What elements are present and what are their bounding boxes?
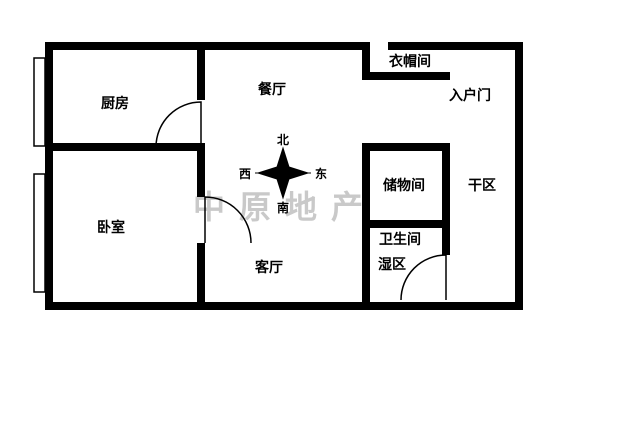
wall-outer-left: [45, 42, 53, 310]
wall-kitchen-right: [197, 42, 205, 100]
compass-east-label: 东: [315, 166, 327, 181]
wall-cloakroom-stub: [362, 42, 370, 80]
wall-bedroom-right-upper: [197, 143, 205, 197]
wall-storage-top: [362, 143, 450, 151]
door-arc-bedroom: [204, 196, 252, 244]
compass-west-label: 西: [239, 167, 251, 181]
room-label-dry-area: 干区: [468, 178, 496, 194]
room-label-kitchen: 厨房: [101, 96, 129, 112]
room-label-cloakroom: 衣帽间: [389, 54, 431, 70]
wall-outer-bottom: [45, 302, 523, 310]
wall-outer-right: [515, 42, 523, 310]
wall-cloakroom-bottom: [366, 72, 450, 80]
wall-outer-top-right: [388, 42, 523, 50]
room-label-dining: 餐厅: [258, 82, 286, 98]
door-arc-kitchen: [155, 101, 202, 148]
wall-storage-right: [442, 143, 450, 255]
compass-north-label: 北: [277, 132, 289, 147]
room-label-wet-area: 湿区: [378, 257, 406, 273]
window-icon-upper: [33, 57, 46, 147]
room-label-storage: 储物间: [383, 178, 425, 194]
compass-south-label: 南: [277, 200, 289, 215]
watermark-text: 中原地产: [193, 188, 378, 226]
wall-bedroom-right-lower: [197, 243, 205, 310]
room-label-entry-door: 入户门: [449, 88, 491, 104]
door-arc-bathroom: [400, 254, 447, 301]
wall-kitchen-bottom: [45, 143, 205, 151]
room-label-bathroom: 卫生间: [379, 232, 421, 248]
wall-bathroom-divider: [362, 220, 450, 228]
room-label-bedroom: 卧室: [97, 220, 125, 236]
window-icon-lower: [33, 173, 46, 293]
compass-star: [256, 146, 310, 200]
compass-icon: 北 南 西 东: [239, 132, 327, 215]
room-label-living: 客厅: [255, 260, 283, 276]
